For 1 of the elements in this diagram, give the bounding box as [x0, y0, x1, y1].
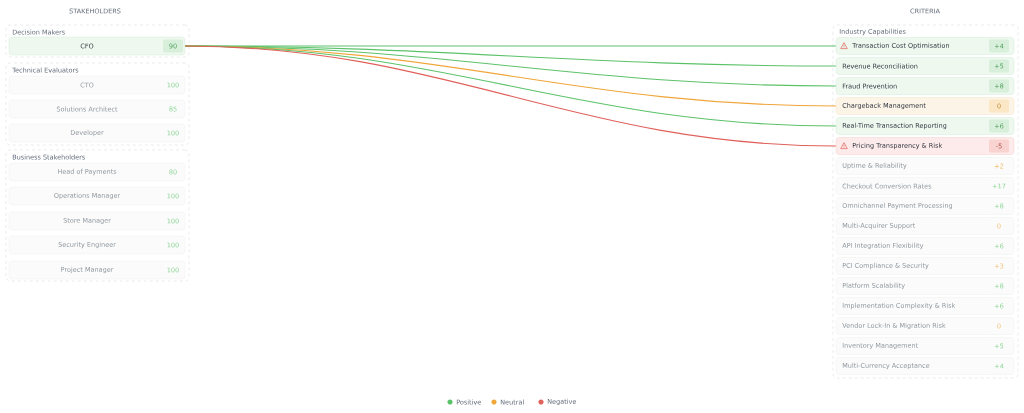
connector-curve — [184, 45, 837, 147]
